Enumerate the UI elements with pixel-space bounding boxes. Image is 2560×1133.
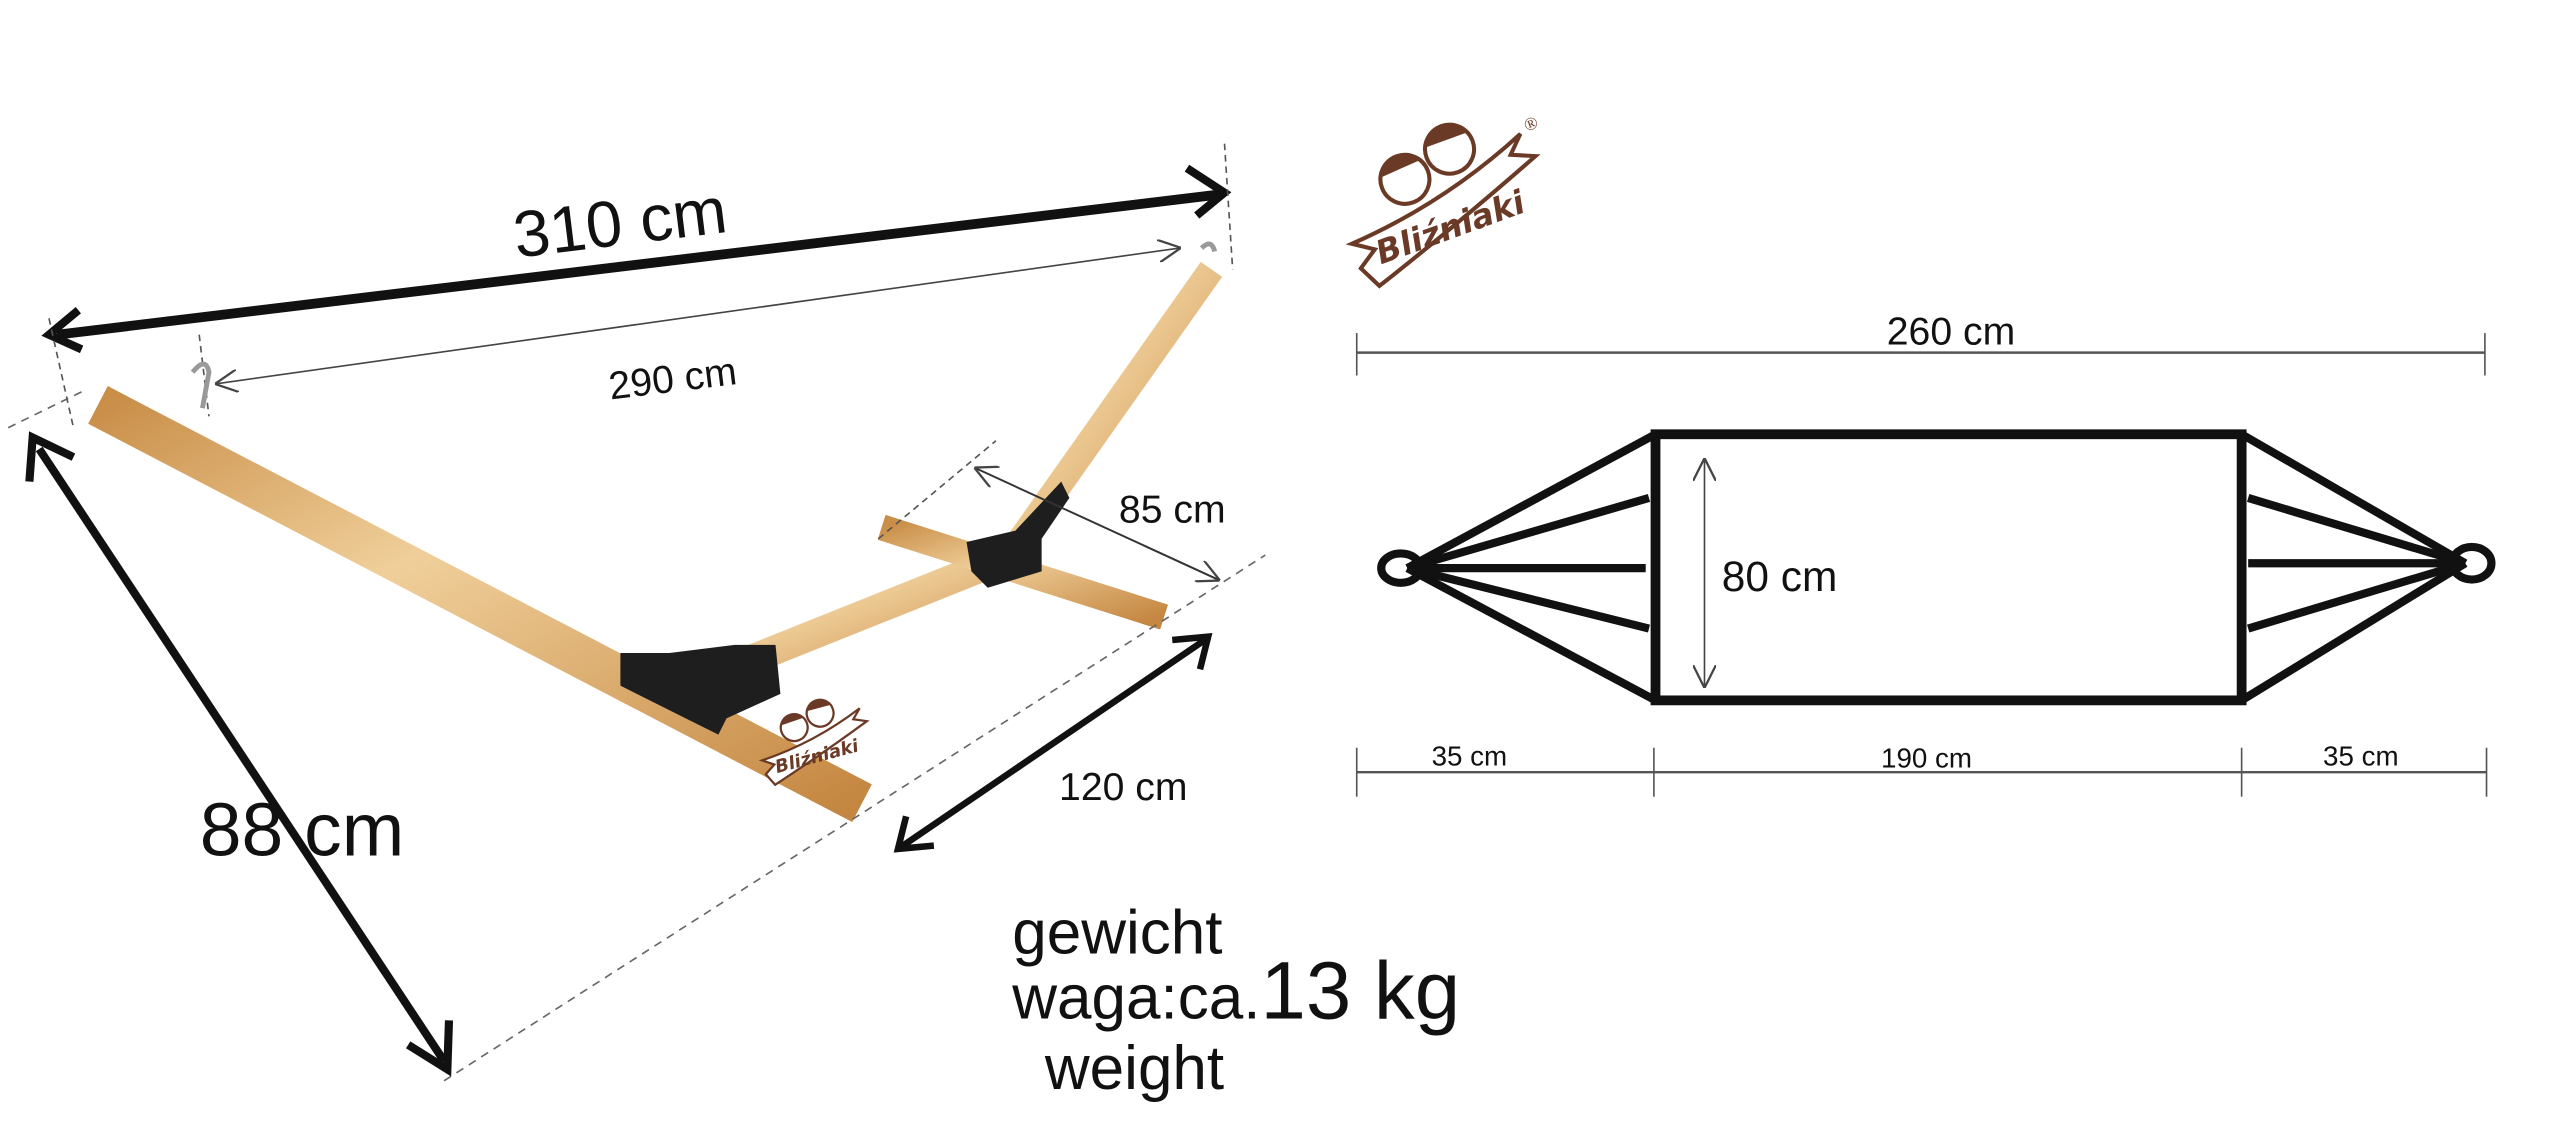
upright-width-dimension: 85 cm bbox=[877, 440, 1226, 580]
hammock-length-dimension: 260 cm bbox=[1355, 310, 2486, 376]
height-label: 88 cm bbox=[200, 787, 405, 871]
base-width-dimension: 120 cm bbox=[893, 633, 1213, 853]
hook-right bbox=[1199, 241, 1218, 253]
hammock-section-dimensions bbox=[1355, 747, 2488, 797]
hammock-bed bbox=[1650, 429, 2247, 706]
left-ring bbox=[1377, 549, 1425, 587]
base-bracket bbox=[620, 644, 781, 735]
height-dimension: 88 cm bbox=[25, 431, 454, 1077]
base-guide-line bbox=[443, 554, 1266, 1082]
weight-label-pl: waga:ca. bbox=[1011, 964, 1260, 1033]
hammock-length-label: 260 cm bbox=[1887, 310, 2015, 353]
weight-label-de: gewicht bbox=[1012, 898, 1222, 967]
weight-line: waga:ca.13 kg bbox=[1011, 946, 1460, 1037]
base-width-label: 120 cm bbox=[1059, 766, 1187, 809]
base-beam bbox=[88, 386, 872, 823]
bed-length-label: 190 cm bbox=[1881, 742, 1972, 773]
hammock-top-view bbox=[1377, 429, 2496, 706]
weight-info: gewicht waga:ca.13 kg weight bbox=[1011, 898, 1460, 1103]
height-guide-line bbox=[7, 391, 82, 429]
hook-distance-dimension: 290 cm bbox=[198, 248, 1179, 417]
hammock-stand-frame bbox=[88, 241, 1223, 823]
bed-width-label: 80 cm bbox=[1722, 553, 1838, 600]
weight-label-en: weight bbox=[1044, 1034, 1224, 1103]
right-ring bbox=[2448, 542, 2496, 584]
upright-width-label: 85 cm bbox=[1119, 488, 1226, 531]
right-strings bbox=[2239, 430, 2468, 704]
left-strings bbox=[1405, 430, 1658, 704]
weight-value: 13 kg bbox=[1260, 946, 1460, 1037]
left-strings-label: 35 cm bbox=[1432, 741, 1508, 772]
hook-distance-label: 290 cm bbox=[606, 350, 739, 408]
right-strings-label: 35 cm bbox=[2323, 741, 2399, 772]
hook-left bbox=[190, 361, 212, 409]
svg-text:®: ® bbox=[1521, 112, 1541, 135]
brand-logo-large: Bliźniaki ® bbox=[1325, 95, 1572, 290]
